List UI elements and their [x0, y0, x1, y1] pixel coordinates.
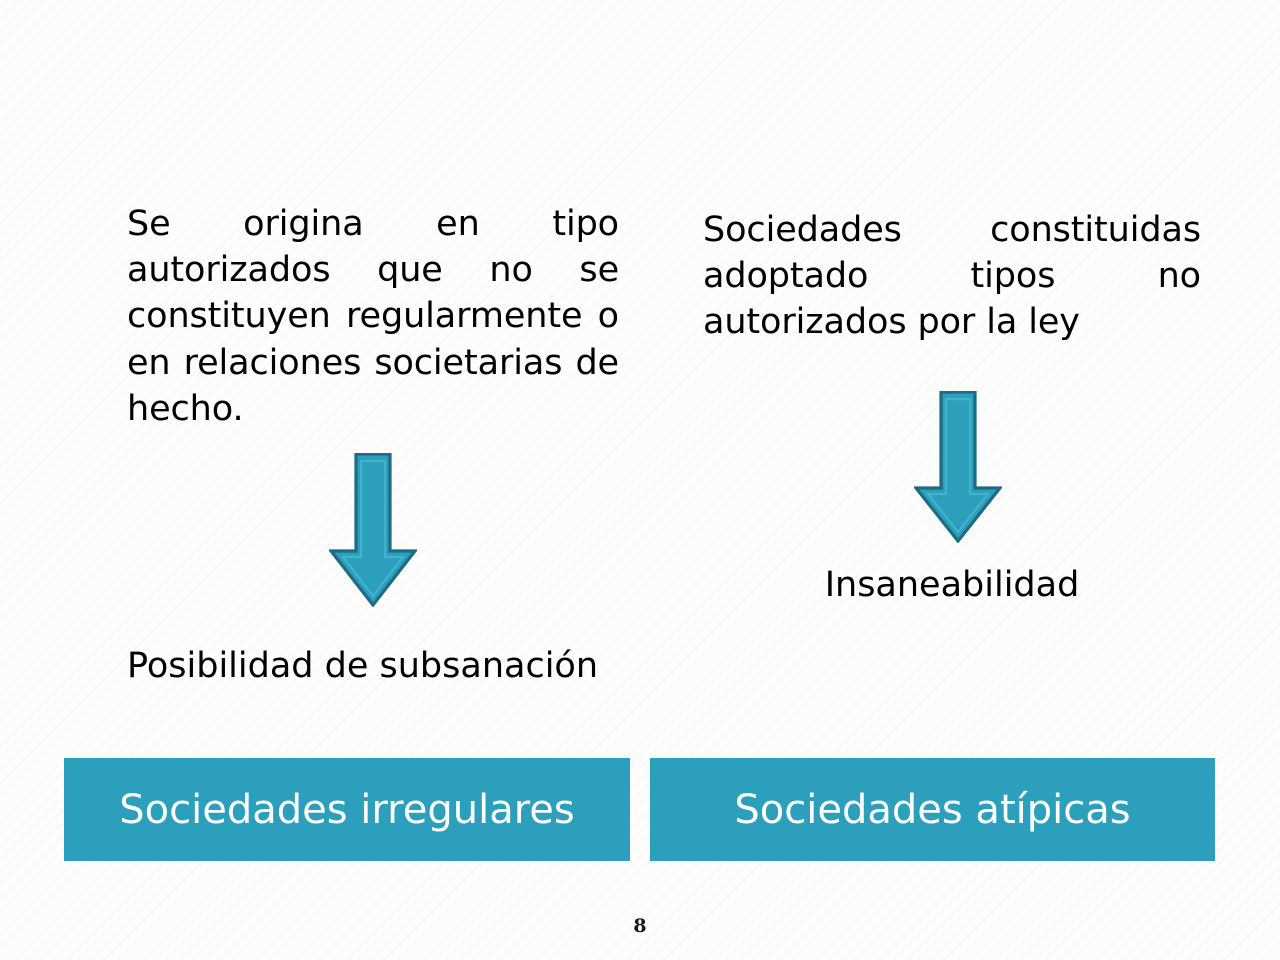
banner-left-label: Sociedades irregulares: [119, 786, 575, 833]
banner-right-label: Sociedades atípicas: [734, 786, 1131, 833]
left-body-text: Se origina en tipo autorizados que no se…: [127, 204, 619, 429]
right-outcome-label: Insaneabilidad: [824, 565, 1080, 605]
banner-sociedades-irregulares[interactable]: Sociedades irregulares: [64, 758, 630, 861]
left-outcome-label: Posibilidad de subsanación: [127, 646, 599, 686]
banner-sociedades-atipicas[interactable]: Sociedades atípicas: [650, 758, 1215, 861]
down-arrow-icon: [914, 391, 1002, 543]
right-body-text: Sociedades constituidas adoptado tipos n…: [703, 210, 1201, 343]
down-arrow-icon: [329, 453, 417, 607]
page-number: 8: [633, 915, 647, 937]
